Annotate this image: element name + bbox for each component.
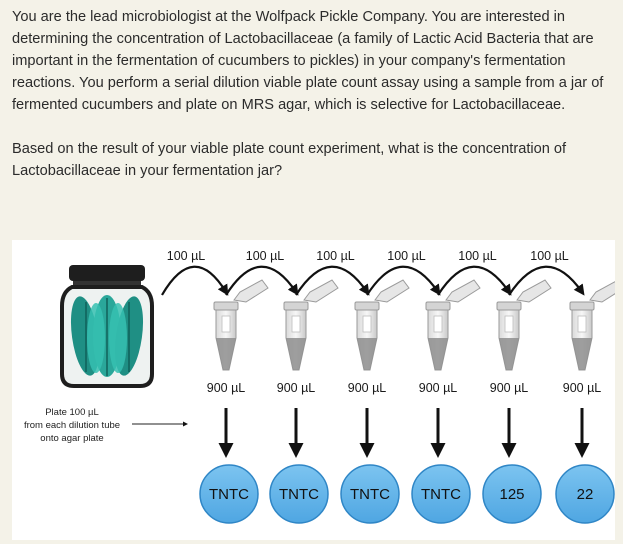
pickles	[70, 295, 144, 377]
tube-volume-label: 900 µL	[490, 381, 529, 395]
transfer-arrows	[161, 265, 585, 296]
plate-count: TNTC	[209, 486, 249, 503]
pickle-jar-icon	[60, 265, 154, 388]
agar-plate-icon	[199, 464, 259, 524]
plate-count: TNTC	[421, 486, 461, 503]
tube-volume-label: 900 µL	[563, 381, 602, 395]
transfer-arrow	[295, 265, 370, 296]
plate-count: TNTC	[279, 486, 319, 503]
agar-plate: TNTC	[411, 464, 471, 524]
transfer-arrow	[508, 265, 585, 296]
serial-dilution-figure: 100 µL 100 µL 100 µL 100 µL 100 µL 100 µL 900…	[12, 240, 615, 540]
transfer-volume-label: 100 µL	[387, 249, 426, 263]
transfer-volume-label: 100 µL	[530, 249, 569, 263]
agar-plate: TNTC	[199, 464, 259, 524]
plate-count: 22	[577, 486, 594, 503]
agar-plate-icon	[555, 464, 615, 524]
transfer-volume-labels: 100 µL 100 µL 100 µL 100 µL 100 µL 100 µL	[167, 249, 569, 263]
transfer-volume-label: 100 µL	[316, 249, 355, 263]
transfer-arrow	[225, 265, 299, 296]
serial-dilution-diagram: 100 µL 100 µL 100 µL 100 µL 100 µL 100 µL 900…	[24, 249, 615, 524]
agar-plate-icon	[482, 464, 542, 524]
plate-count: TNTC	[350, 486, 390, 503]
agar-plates: TNTC TNTC TNTC TNTC 125 22	[199, 464, 615, 524]
tube-volume-label: 900 µL	[348, 381, 387, 395]
tube-volume-labels: 900 µL 900 µL 900 µL 900 µL 900 µL 900 µL	[207, 381, 602, 395]
microcentrifuge-tube-icon	[569, 281, 615, 371]
plate-note-line-1: Plate 100 µL	[45, 407, 99, 418]
tube-volume-label: 900 µL	[207, 381, 246, 395]
question-text: You are the lead microbiologist at the W…	[12, 6, 612, 182]
plate-note: Plate 100 µL from each dilution tube ont…	[24, 407, 188, 444]
agar-plate: 22	[555, 464, 615, 524]
question-paragraph-2: Based on the result of your viable plate…	[12, 141, 567, 179]
plate-count: 125	[499, 486, 524, 503]
tube-volume-label: 900 µL	[277, 381, 316, 395]
transfer-volume-label: 100 µL	[167, 249, 206, 263]
microcentrifuge-tube-icon	[283, 279, 339, 371]
agar-plate: TNTC	[269, 464, 329, 524]
transfer-arrow	[161, 265, 229, 296]
plating-arrows	[218, 408, 590, 458]
agar-plate: 125	[482, 464, 542, 524]
transfer-arrow	[366, 265, 441, 296]
microcentrifuge-tube-icon	[213, 279, 269, 371]
agar-plate: TNTC	[340, 464, 400, 524]
dilution-tubes	[213, 279, 615, 371]
agar-plate-icon	[269, 464, 329, 524]
transfer-arrow	[437, 265, 512, 296]
microcentrifuge-tube-icon	[354, 279, 410, 371]
plate-note-line-3: onto agar plate	[40, 433, 103, 444]
microcentrifuge-tube-icon	[425, 279, 481, 371]
plate-note-line-2: from each dilution tube	[24, 420, 120, 431]
microcentrifuge-tube-icon	[496, 279, 552, 371]
transfer-volume-label: 100 µL	[246, 249, 285, 263]
transfer-volume-label: 100 µL	[458, 249, 497, 263]
agar-plate-icon	[340, 464, 400, 524]
question-paragraph-1: You are the lead microbiologist at the W…	[12, 9, 604, 113]
agar-plate-icon	[411, 464, 471, 524]
tube-volume-label: 900 µL	[419, 381, 458, 395]
